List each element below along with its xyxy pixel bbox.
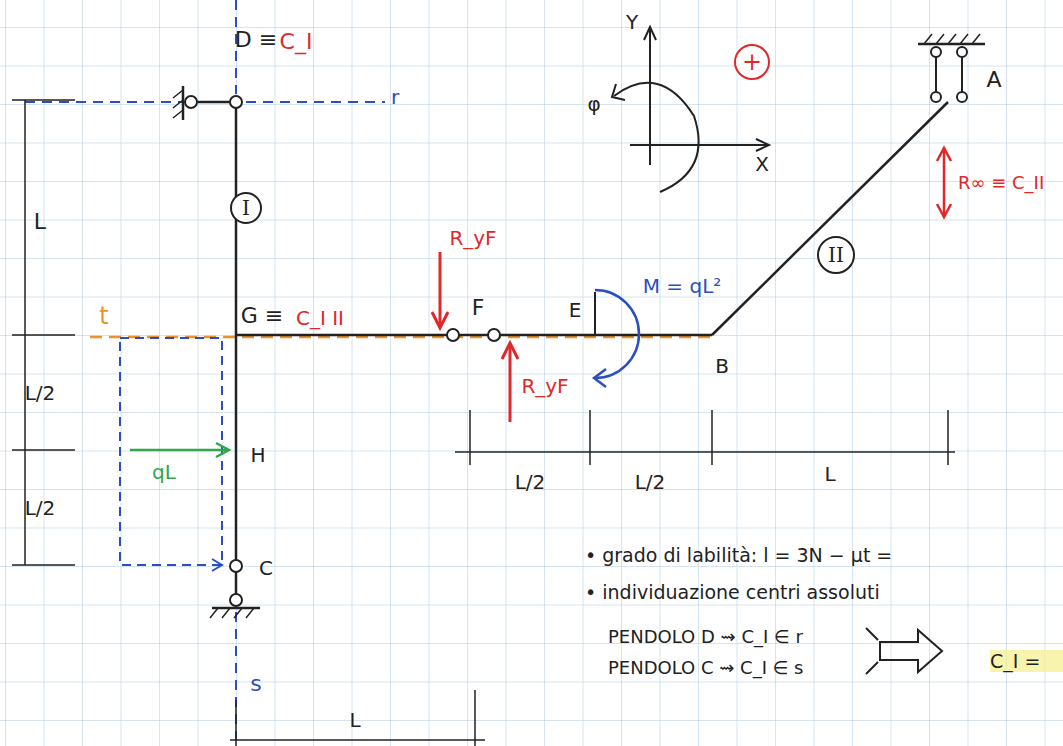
annotation: L/2 [635,471,666,493]
dimension-ticks [12,100,75,565]
annotation: L [34,210,46,234]
pendulum [235,572,238,594]
hinge [957,92,967,102]
annotation: L [824,463,835,485]
annotation: qL [152,461,176,483]
annotation: • individuazione centri assoluti [585,582,880,603]
annotation: C_I = [990,651,1040,672]
hatch [173,90,183,118]
dimension-ticks [470,410,948,465]
member-number: II [828,243,844,267]
arrow-head [594,369,606,387]
section-mark [594,292,596,335]
annotation: D ≡ [235,28,277,52]
dashed-line-r [25,101,385,103]
dimension-line [230,739,485,741]
arrow-head [644,27,656,40]
arrow-head [937,148,951,161]
hinge [230,560,242,572]
annotation: A [986,68,1001,92]
load-diagram [120,338,222,565]
dimension-line [455,451,955,453]
annotation: L [349,709,360,731]
arrow-head [502,343,518,359]
annotation: C [259,557,273,579]
hinge [230,96,242,108]
implication-arrow [880,630,942,672]
arrow-head [212,559,222,571]
annotation: r [391,86,399,108]
pendulum [961,57,963,92]
link [459,334,488,337]
hinge [185,96,197,108]
pendulum [197,101,230,104]
beam [236,334,447,337]
annotation: L/2 [515,471,546,493]
annotation: C_I II [296,307,344,329]
annotation: s [250,672,261,696]
annotation: M = qL² [643,275,722,297]
member-number: + [742,48,762,76]
arrow-head [937,204,951,217]
hinge [447,329,459,341]
arrow-head [756,139,769,151]
annotation: C_I [280,30,313,54]
brace [866,628,878,674]
arrow-head [216,443,229,457]
annotation: E [569,299,582,321]
annotation: φ [587,93,600,115]
annotation: X [755,153,769,175]
annotation: Y [626,11,638,33]
annotation: PENDOLO D ⇝ C_I ∈ r [608,627,803,647]
member-circle: + [734,44,770,80]
annotation: L/2 [25,382,56,404]
annotation: G ≡ [241,304,283,328]
annotation: L/2 [25,497,56,519]
dimension-ticks [236,690,475,746]
member-circle: II [817,236,855,274]
hatch [210,608,254,618]
hinge [230,594,242,606]
hinge [931,47,941,57]
hinge [488,329,500,341]
dimension-line [24,100,26,565]
hinge [957,47,967,57]
pendulum [935,57,937,92]
beam [500,334,712,337]
annotation: • grado di labilità: l = 3N − μt = [585,545,892,566]
arrow-head [432,312,448,328]
annotation: B [715,355,729,377]
highlight [990,650,1063,672]
reaction-arrow [439,252,442,326]
load-arrow [130,449,228,452]
annotation: PENDOLO C ⇝ C_I ∈ s [608,658,803,678]
reaction-arrow [943,150,946,215]
annotation: R_yF [449,227,496,249]
hatch [924,34,980,44]
reaction-arrow [509,345,512,422]
annotation: R_yF [521,375,568,397]
hinge [931,92,941,102]
annotation: F [472,296,485,320]
rotation-arc [614,83,699,192]
annotation: R∞ ≡ C_II [958,173,1044,193]
arrow-head [612,84,625,100]
member-number: I [242,196,250,220]
annotation: H [250,444,265,466]
annotation: t [99,303,108,329]
ground [918,43,985,46]
beam-ii [712,102,948,335]
member-circle: I [230,192,262,224]
moment-arc [595,290,639,378]
